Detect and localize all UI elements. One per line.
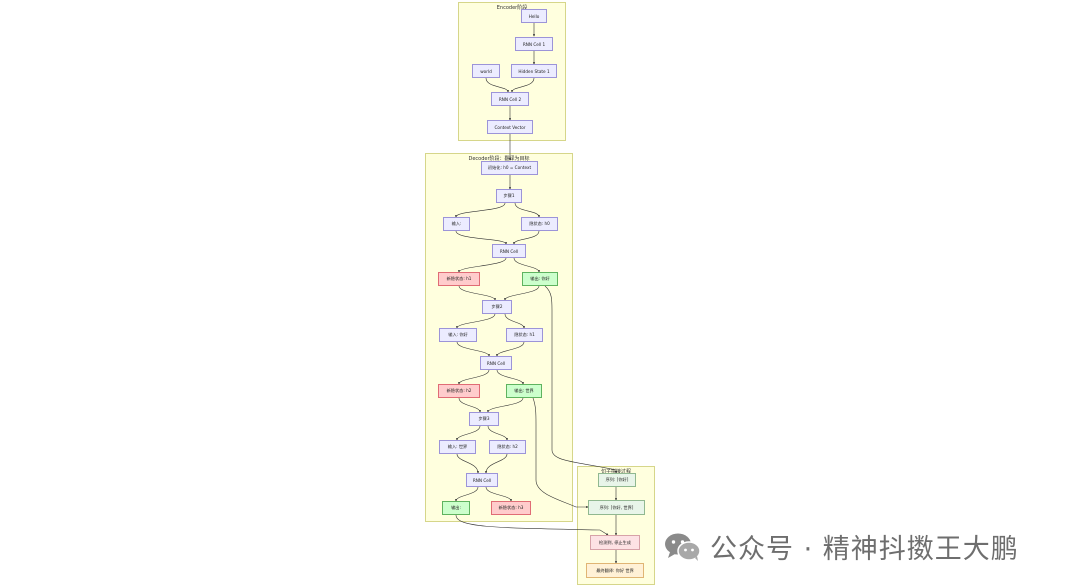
encoder-cluster-title: Encoder阶段 [496,5,528,11]
edge [496,369,525,385]
edge [485,486,513,502]
node-output2: 输出: 世界 [506,384,542,398]
node-stop: 检测到, 停止生成 [590,535,640,550]
edge [484,453,508,474]
node-input2: 输入: 你好 [439,328,477,342]
edge [458,397,482,413]
node-step2: 步骤2 [482,300,512,314]
edge [486,397,524,413]
node-final: 最终翻译: 你好 世界 [586,563,644,578]
edge [455,425,481,441]
edge [504,313,526,329]
edge [456,453,480,474]
edge [495,341,525,357]
edge [503,285,540,301]
edge [510,77,535,93]
node-step1: 步骤1 [496,189,522,203]
node-init: 初始化: h0 = Context [481,161,538,175]
edge [513,257,541,273]
node-seq2: 序列: [你好, 世界] [588,500,645,515]
node-new-hidden3: 新隐状态: h3 [491,501,531,515]
edge [454,486,479,502]
node-rnn-cell-b: RNN Cell [480,356,512,370]
node-world: world [472,64,500,78]
node-input1: 输入: [443,217,470,231]
wechat-icon [664,532,702,562]
edge [454,202,506,218]
node-new-hidden1: 新隐状态: h1 [438,272,480,286]
edge [455,230,508,245]
node-context-vector: Context Vector [487,120,533,134]
node-new-hidden2: 新隐状态: h2 [438,384,480,398]
edge [532,397,589,509]
node-input3: 输入: 世界 [439,440,476,454]
edge [456,341,491,357]
node-step3: 步骤3 [469,412,499,426]
edge [544,285,618,474]
node-output3: 输出: [442,501,470,515]
edge [455,514,609,536]
node-hidden2: 隐状态: h1 [506,328,543,342]
node-hidden1: 隐状态: h0 [521,217,558,231]
node-rnn-cell-a: RNN Cell [492,244,526,258]
node-hidden-state-1: Hidden State 1 [511,64,557,78]
node-rnn-cell-c: RNN Cell [466,473,498,487]
edge [487,425,509,441]
edge [512,230,540,245]
edge [514,202,541,218]
node-output1: 输出: 你好 [522,272,558,286]
watermark-text: 公众号 · 精神抖擞王大鹏 [710,534,1019,565]
edge [455,313,496,329]
node-rnn-cell-2: RNN Cell 2 [491,92,529,106]
edge [485,77,510,93]
node-hidden3: 隐状态: h2 [489,440,526,454]
edge [457,257,507,273]
decoder-cluster-title: Decoder阶段：翻译为目标 [468,156,530,162]
edge [457,369,490,385]
watermark: 公众号 · 精神抖擞王大鹏 [664,527,1019,566]
edge [458,285,497,301]
node-hello: Hello [521,9,547,23]
node-seq1: 序列: [你好] [598,473,636,487]
node-rnn-cell-1: RNN Cell 1 [515,37,553,51]
